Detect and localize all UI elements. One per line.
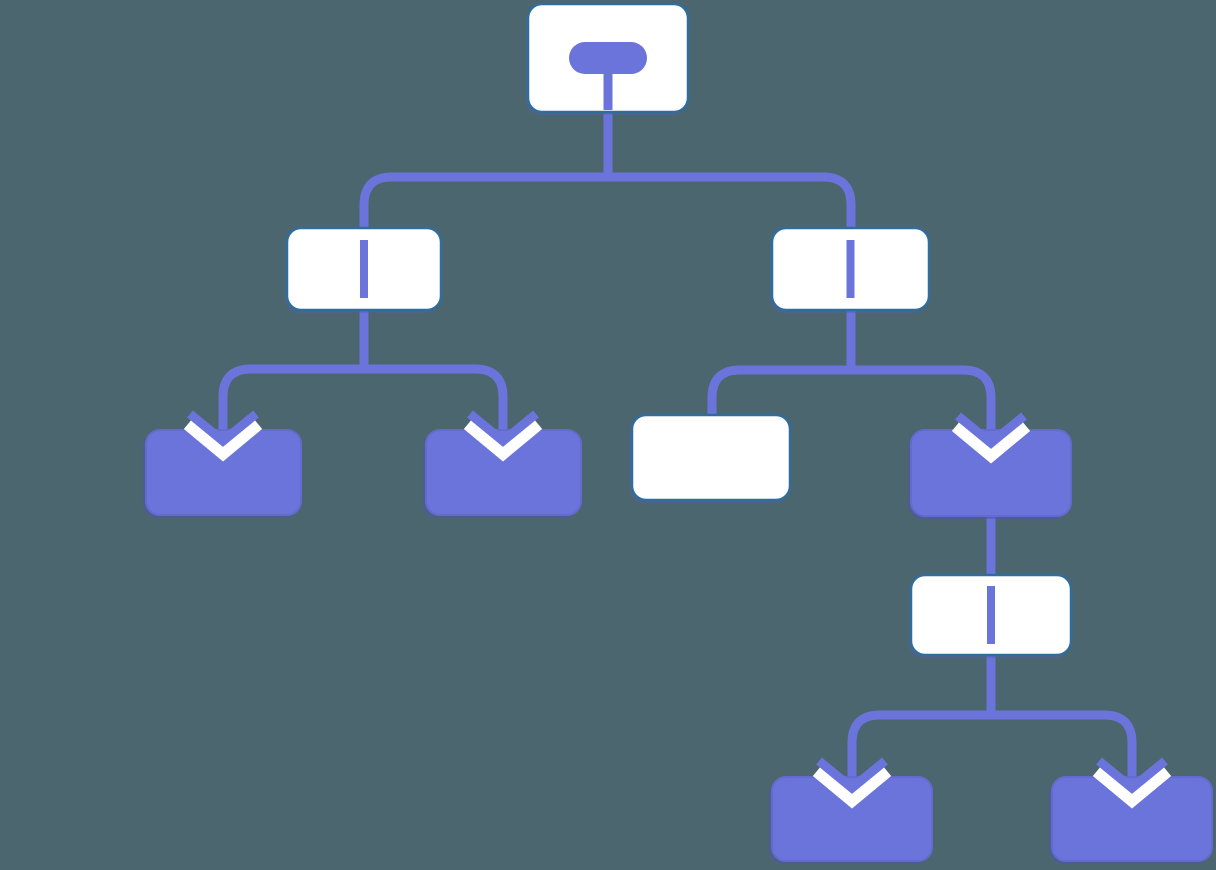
double-chevron-down-arrow-icon xyxy=(812,757,892,809)
chevron-white-stroke xyxy=(463,418,543,462)
connectors-layer xyxy=(218,108,1137,788)
nodes-layer xyxy=(143,2,1213,864)
double-chevron-down-arrow-icon xyxy=(183,410,263,462)
arrow-markers-layer xyxy=(183,410,1172,809)
double-chevron-down-arrow-icon xyxy=(951,412,1031,464)
node-branch-right-sub xyxy=(909,573,1073,658)
root-topic-pill xyxy=(569,42,647,74)
child-right-plain-card[interactable] xyxy=(630,413,792,502)
connector-bus-bottom xyxy=(847,710,1137,788)
child-right-target-card[interactable] xyxy=(910,429,1072,517)
branch-left-placeholder-bar xyxy=(360,240,368,298)
connector-bus-right xyxy=(707,365,996,443)
double-chevron-down-arrow-icon xyxy=(463,410,543,462)
chevron-purple-stroke xyxy=(467,410,539,447)
chevron-white-stroke xyxy=(183,418,263,462)
root-topic-pill-stem xyxy=(603,74,613,110)
chevron-purple-stroke xyxy=(816,757,888,794)
node-child-right-plain xyxy=(630,413,792,503)
node-leaf-bottom-2 xyxy=(1049,776,1213,864)
leaf-bottom-2-card[interactable] xyxy=(1051,776,1213,862)
node-branch-right xyxy=(770,226,931,313)
node-leaf-left-1 xyxy=(143,429,302,518)
chevron-white-stroke xyxy=(951,420,1031,464)
chevron-purple-stroke xyxy=(955,412,1027,449)
chevron-purple-stroke xyxy=(187,410,259,447)
chevron-white-stroke xyxy=(812,765,892,809)
node-root-topic xyxy=(526,2,690,115)
node-leaf-left-2 xyxy=(423,429,582,518)
node-child-right-target xyxy=(908,429,1072,519)
chevron-white-stroke xyxy=(1092,765,1172,809)
connector-bus-level1 xyxy=(359,172,856,232)
leaf-bottom-1-card[interactable] xyxy=(771,776,933,862)
leaf-left-2-card[interactable] xyxy=(425,429,582,516)
double-chevron-down-arrow-icon xyxy=(1092,757,1172,809)
branch-right-sub-placeholder-bar xyxy=(987,586,995,644)
node-leaf-bottom-1 xyxy=(769,776,933,864)
connector-bus-left xyxy=(218,364,508,441)
node-branch-left xyxy=(285,226,443,313)
chevron-purple-stroke xyxy=(1096,757,1168,794)
branch-right-placeholder-bar xyxy=(846,240,855,298)
leaf-left-1-card[interactable] xyxy=(145,429,302,516)
